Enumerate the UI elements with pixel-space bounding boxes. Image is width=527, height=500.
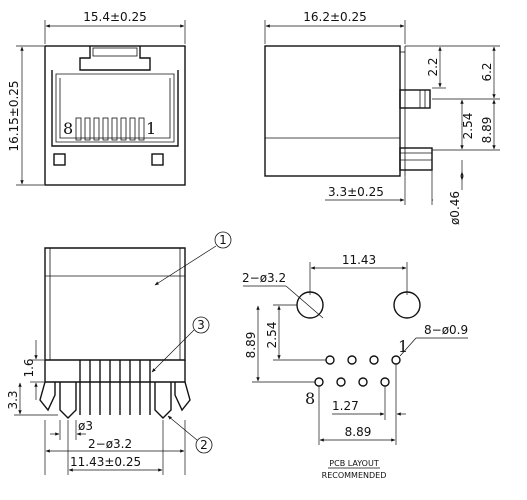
- pcb-subtitle: RECOMMENDED: [322, 471, 387, 480]
- pcb-dim-8phi09: 8−ø0.9: [424, 323, 468, 337]
- pcb-dim-11-43: 11.43: [342, 253, 376, 267]
- pcb-layout: 11.43 2−ø3.2 8−ø0.9 1 8 2.54 8.: [242, 253, 468, 480]
- side-dim-2-2: 2.2: [426, 57, 440, 76]
- pcb-title: PCB LAYOUT: [329, 459, 379, 468]
- bottom-left-post: [39, 381, 56, 412]
- callout-1-circle: [214, 231, 232, 249]
- side-pins: [399, 147, 433, 171]
- callout-1: 1: [219, 233, 227, 247]
- pcb-pin8-label: 8: [305, 389, 315, 408]
- bottom-right-peg: [154, 382, 172, 419]
- pcb-dim-8-89-h: 8.89: [345, 425, 372, 439]
- front-height-dim: 16.15±0.25: [7, 80, 21, 151]
- pcb-dim-2-54: 2.54: [265, 322, 279, 349]
- front-jack-cavity: [51, 70, 179, 147]
- side-dim-6-2: 6.2: [480, 62, 494, 81]
- pcb-mount-hole-right: [393, 291, 421, 319]
- bottom-dim-phi3: ø3: [78, 419, 93, 433]
- side-dim-2-54: 2.54: [461, 113, 475, 140]
- side-dim-3-3: 3.3±0.25: [328, 185, 384, 199]
- bottom-body-outline: [44, 247, 186, 361]
- bottom-dim-1-6: 1.6: [22, 358, 36, 377]
- callout-2-circle: [195, 436, 213, 454]
- bottom-dim-2phi32: 2−ø3.2: [88, 437, 132, 451]
- side-dim-8-89: 8.89: [480, 117, 494, 144]
- bottom-left-peg: [59, 382, 77, 419]
- callout-3: 3: [197, 318, 205, 332]
- pcb-dim-8-89-v: 8.89: [244, 332, 258, 359]
- side-latch: [399, 89, 431, 109]
- pcb-pin1-label: 1: [398, 337, 408, 356]
- pcb-mount-hole-left: [296, 291, 324, 319]
- front-width-dim: 15.4±0.25: [83, 10, 147, 24]
- front-pin8-label: 8: [63, 119, 73, 138]
- bottom-right-post: [174, 381, 191, 412]
- side-body-outline: [264, 45, 401, 177]
- callout-3-circle: [192, 316, 210, 334]
- front-led-right: [151, 153, 164, 166]
- front-led-left: [53, 153, 66, 166]
- callout-2: 2: [200, 438, 208, 452]
- front-contacts: [75, 117, 145, 141]
- pcb-contact-holes: [314, 355, 401, 387]
- front-body-outline: [44, 45, 186, 186]
- bottom-pins: [79, 360, 151, 415]
- pcb-dim-2phi32: 2−ø3.2: [242, 271, 286, 285]
- pcb-dim-1-27: 1.27: [332, 399, 359, 413]
- front-latch-opening: [79, 46, 151, 71]
- side-dim-pin-dia: ø0.46: [448, 191, 462, 225]
- side-width-dim: 16.2±0.25: [303, 10, 367, 24]
- side-view: 16.2±0.25 2.2 6.2 2.54 8.89: [264, 10, 500, 225]
- front-pin1-label: 1: [146, 119, 156, 138]
- bottom-view: 1 3 2 1.6 3.3 ø3 2−ø3.2 11.43±0.25: [6, 231, 232, 475]
- bottom-dim-3-3: 3.3: [6, 390, 20, 409]
- bottom-dim-11-43: 11.43±0.25: [70, 455, 141, 469]
- front-view: 15.4±0.25 16.15±0.25 8 1: [7, 10, 186, 186]
